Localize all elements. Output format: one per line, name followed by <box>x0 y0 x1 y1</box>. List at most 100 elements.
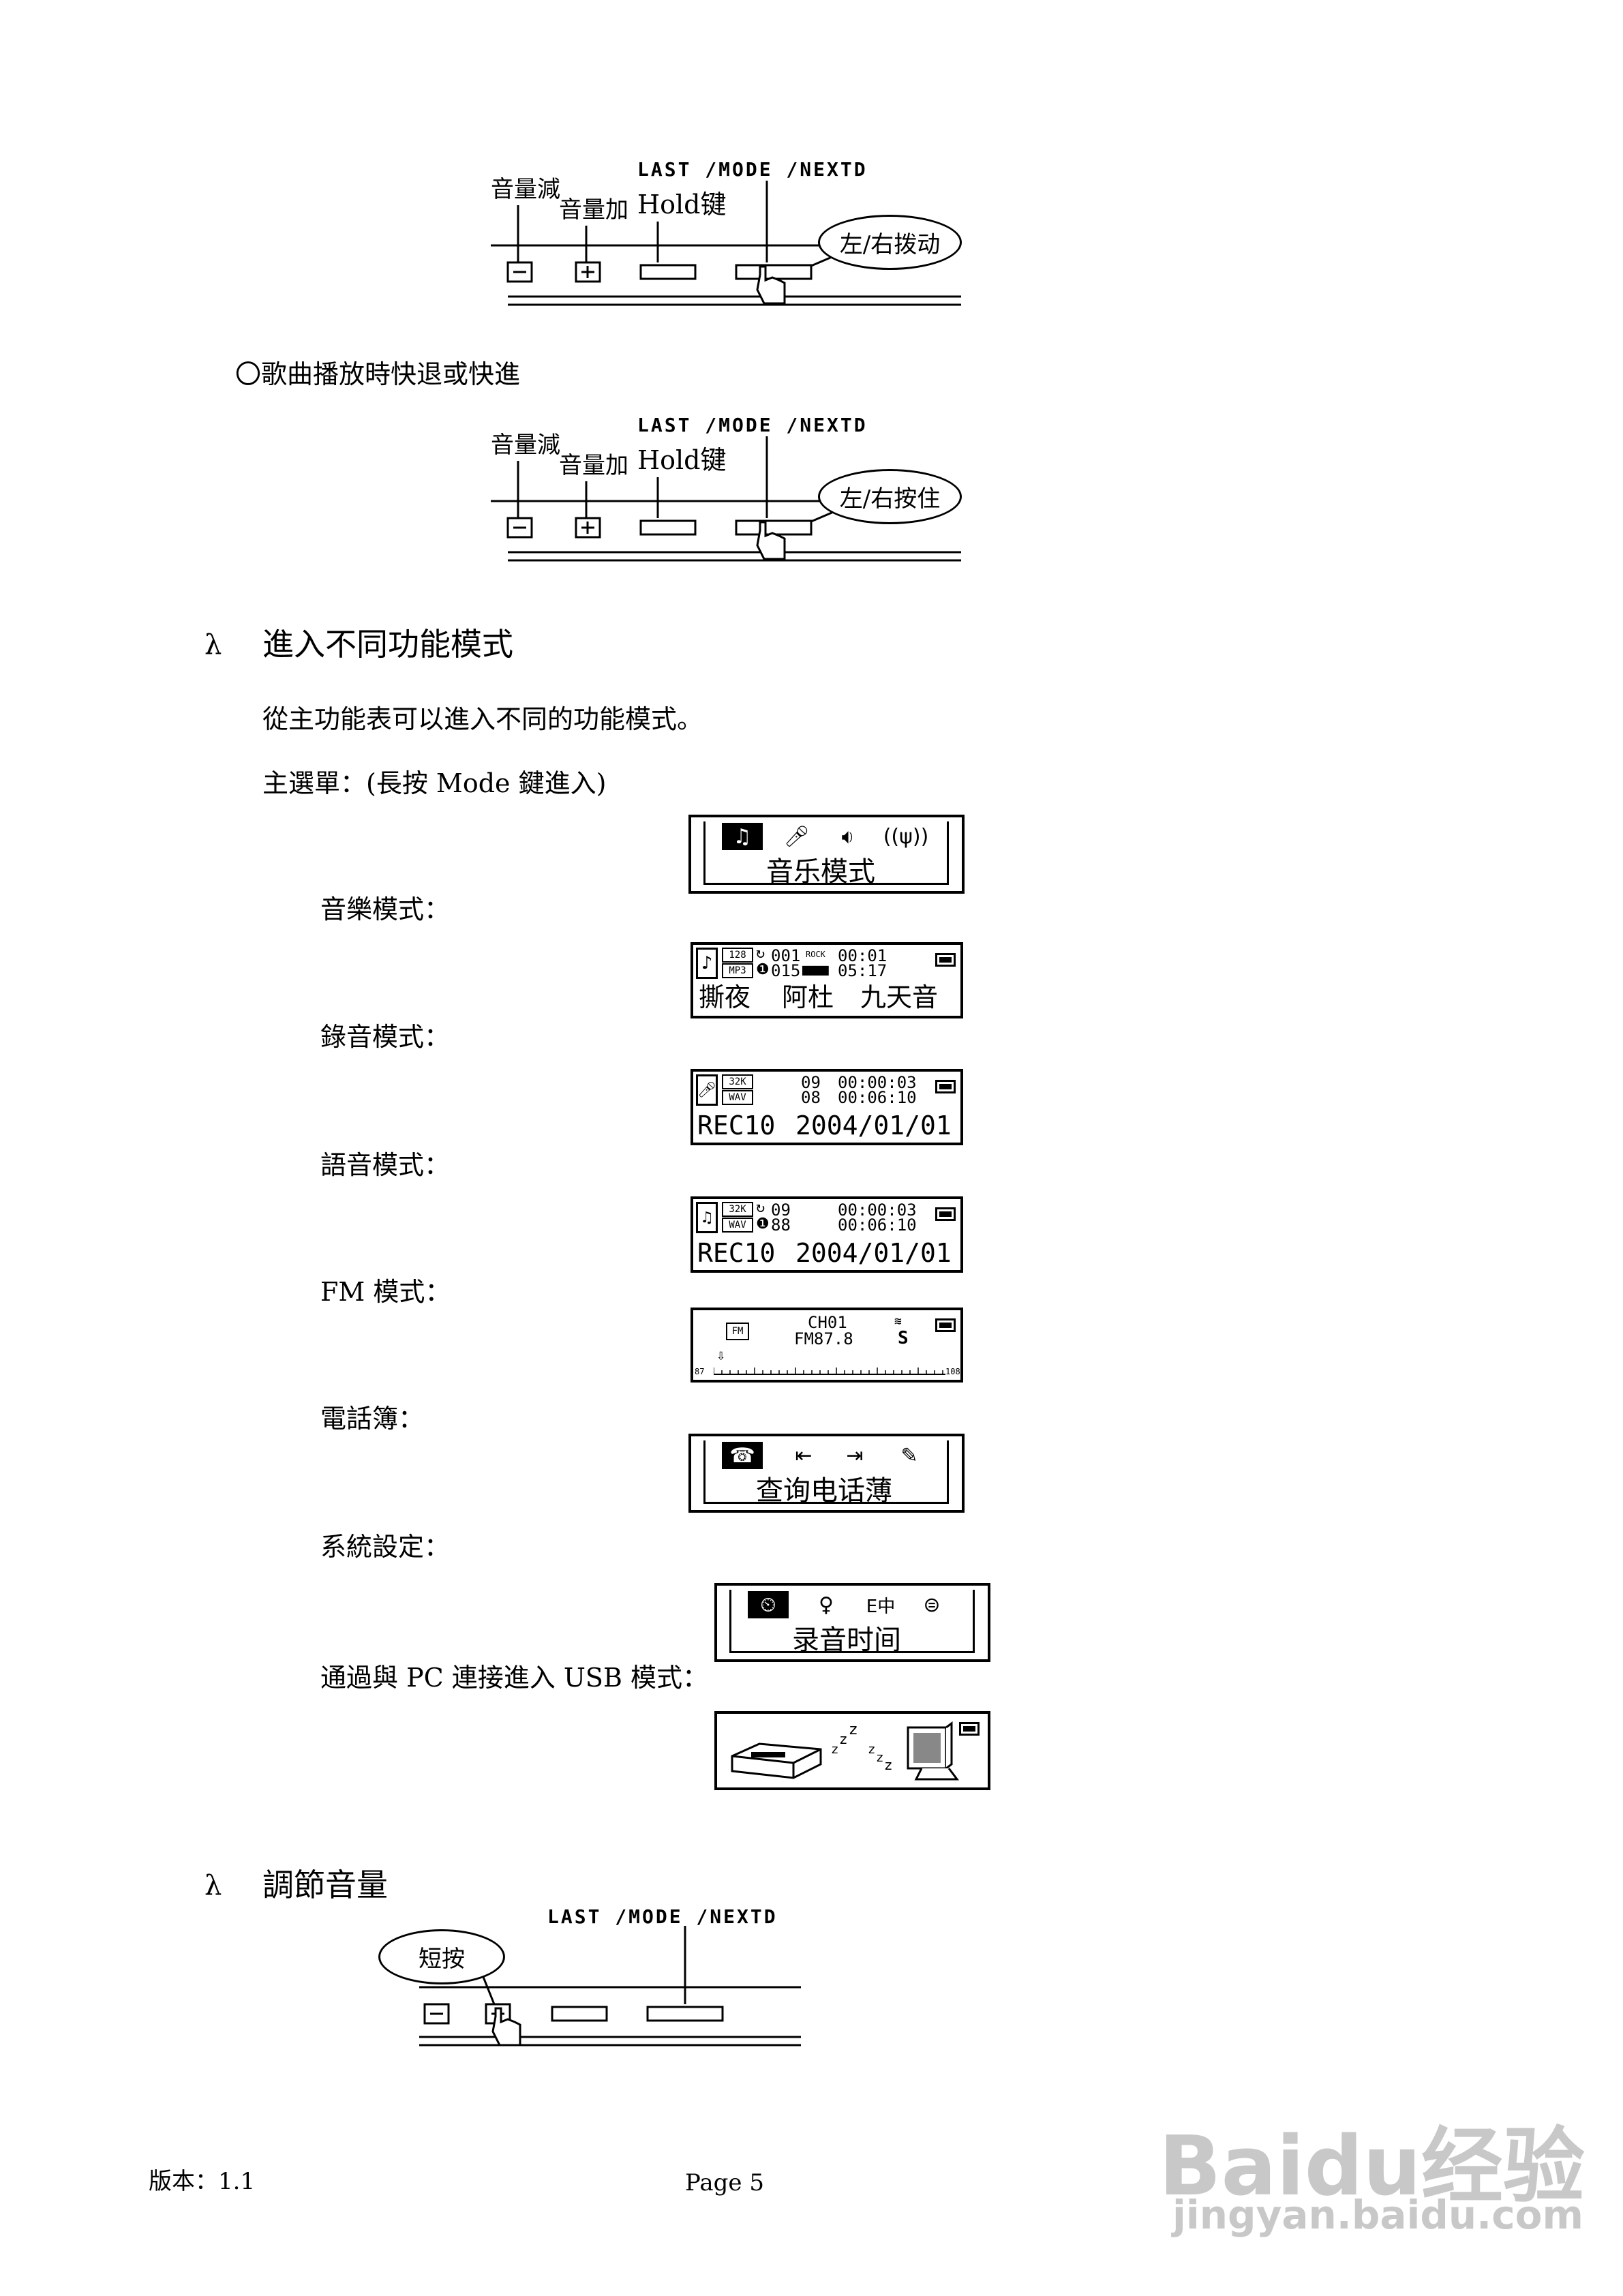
channel-number: CH01 <box>808 1313 847 1332</box>
voice-playback-icon: ♫ <box>696 1202 718 1233</box>
track-number: 001 <box>771 946 801 965</box>
hold-hint-bubble: 左/右按住 <box>818 469 962 524</box>
radio-antenna-icon: ((ψ)) <box>883 824 929 849</box>
one-icon: ❶ <box>756 961 770 978</box>
info-icon: ⊜ <box>923 1592 941 1617</box>
volume-up-label: 音量加 <box>559 196 628 224</box>
volume-down-label: 音量減 <box>491 176 560 203</box>
device-edge-drawing <box>419 1926 801 2046</box>
pencil-icon: ✎ <box>900 1443 918 1468</box>
tuner-pointer-icon: ⇩ <box>716 1347 726 1364</box>
heading-modes: 進入不同功能模式 <box>262 626 513 663</box>
import-icon: ⇤ <box>795 1443 813 1468</box>
svg-text:z: z <box>832 1742 838 1757</box>
fm-mode-label: FM 模式： <box>320 1277 451 1307</box>
baidu-watermark-logo: Baidu经验 <box>1159 2119 1585 2214</box>
modes-intro: 從主功能表可以進入不同的功能模式。 <box>262 704 703 734</box>
button-labels-top: LAST /MODE /NEXTD <box>637 158 868 181</box>
page-number: Page 5 <box>685 2169 764 2196</box>
device-edge-drawing <box>491 436 961 562</box>
control-diagram-switch: LAST /MODE /NEXTD 音量減 音量加 Hold键 左/右拨动 <box>491 153 968 331</box>
record-mode-label: 錄音模式： <box>320 1022 451 1052</box>
tuner-scale <box>714 1368 945 1375</box>
bullet-modes: λ <box>204 629 222 661</box>
hold-key-label: Hold键 <box>637 445 727 475</box>
file-count: 88 <box>771 1215 791 1235</box>
svg-text:z: z <box>849 1721 858 1738</box>
microphone-icon: 🎤︎ <box>696 1074 718 1106</box>
frequency: FM87.8 <box>794 1329 853 1348</box>
battery-icon <box>959 1722 980 1736</box>
ff-rewind-caption: 〇歌曲播放時快退或快進 <box>235 359 521 389</box>
file-count: 08 <box>801 1088 821 1107</box>
button-labels-top: LAST /MODE /NEXTD <box>547 1905 778 1928</box>
file-number: 09 <box>771 1200 791 1220</box>
battery-icon <box>935 953 956 967</box>
file-name: REC10 <box>697 1111 776 1141</box>
record-mode-screen: 🎤︎ 32K WAV 09 00:00:03 08 00:06:10 REC10… <box>691 1069 963 1145</box>
scale-min: 87 <box>695 1367 705 1376</box>
svg-text:z: z <box>885 1757 892 1773</box>
music-note-icon: ♫ <box>722 823 763 850</box>
main-menu-screen: ♫ 🎤︎ 🔉︎ ((ψ)) 音乐模式 <box>688 815 965 894</box>
short-press-bubble: 短按 <box>378 1929 505 1984</box>
stereo-indicator: S <box>898 1328 909 1348</box>
usb-mode-label: 通過與 PC 連接進入 USB 模式： <box>320 1663 708 1693</box>
phonebook-search-icon: ☎ <box>722 1442 763 1469</box>
version-label: 版本：1.1 <box>149 2168 256 2195</box>
rate-badge: 32K <box>722 1202 753 1217</box>
track-length: 05:17 <box>838 961 888 980</box>
volume-down-label: 音量減 <box>491 432 560 459</box>
music-mode-screen: ♪ 128 MP3 ↻ 001 ❶ 015 ROCK ▆▆▆▆ 00:01 05… <box>691 942 963 1018</box>
fm-badge: FM <box>726 1323 749 1340</box>
total-tracks: 015 <box>771 961 801 980</box>
hold-key-label: Hold键 <box>637 190 727 220</box>
baidu-watermark-url: jingyan.baidu.com <box>1172 2192 1583 2238</box>
music-mode-label: 音樂模式： <box>320 894 451 924</box>
switch-hint-bubble: 左/右拨动 <box>818 215 962 270</box>
voice-mode-screen: ♫ 32K WAV ↻ 09 ❶ 88 00:00:03 00:06:10 RE… <box>691 1196 963 1273</box>
eq-label: ROCK <box>806 950 825 959</box>
control-diagram-hold: LAST /MODE /NEXTD 音量減 音量加 Hold键 左/右按住 <box>491 409 968 586</box>
menu-title: 查询电话薄 <box>756 1475 892 1507</box>
format-badge: MP3 <box>722 963 753 978</box>
svg-text:z: z <box>877 1751 883 1765</box>
heading-volume: 調節音量 <box>262 1867 388 1903</box>
fm-mode-screen: FM CH01 FM87.8 S ≋ ⇩ 87 108 <box>691 1308 963 1383</box>
language-icon: E中 <box>866 1596 896 1617</box>
bitrate-badge: 128 <box>722 948 753 963</box>
speaker-icon: 🔉︎ <box>841 824 855 849</box>
format-badge: WAV <box>722 1090 753 1105</box>
battery-icon <box>935 1207 956 1221</box>
music-note-icon: ♪ <box>696 948 718 979</box>
settings-screen: ⏲ ♀ E中 ⊜ 录音时间 <box>714 1583 990 1662</box>
menu-title: 录音时间 <box>792 1625 901 1656</box>
file-name: REC10 <box>697 1238 776 1268</box>
usb-mode-screen: z z z z z z <box>714 1711 990 1790</box>
song-title: 撕夜 <box>699 982 751 1012</box>
clock-icon: ⏲ <box>748 1591 789 1618</box>
rate-badge: 32K <box>722 1074 753 1089</box>
record-date: 2004/01/01 <box>795 1111 952 1141</box>
remaining-time: 00:06:10 <box>838 1215 917 1235</box>
repeat-icon: ↻ <box>756 945 765 962</box>
signal-icon: ≋ <box>894 1314 902 1329</box>
microphone-icon: 🎤︎ <box>783 824 810 849</box>
control-diagram-volume: LAST /MODE /NEXTD 短按 <box>378 1902 815 2072</box>
one-icon: ❶ <box>756 1215 770 1233</box>
settings-label: 系統設定： <box>320 1532 451 1562</box>
volume-up-label: 音量加 <box>559 452 628 479</box>
contrast-icon: ♀ <box>819 1592 834 1617</box>
usb-connection-drawing: z z z z z z <box>731 1721 959 1781</box>
svg-text:z: z <box>868 1742 875 1757</box>
battery-icon <box>935 1080 956 1093</box>
record-date: 2004/01/01 <box>795 1238 952 1268</box>
button-labels-top: LAST /MODE /NEXTD <box>637 414 868 436</box>
bullet-volume: λ <box>204 1870 222 1901</box>
elapsed-time: 00:00:03 <box>838 1073 917 1092</box>
file-number: 09 <box>801 1073 821 1092</box>
elapsed-time: 00:00:03 <box>838 1200 917 1220</box>
artist-name: 阿杜 <box>782 982 834 1012</box>
album-name: 九天音 <box>860 982 939 1012</box>
elapsed-time: 00:01 <box>838 946 888 965</box>
